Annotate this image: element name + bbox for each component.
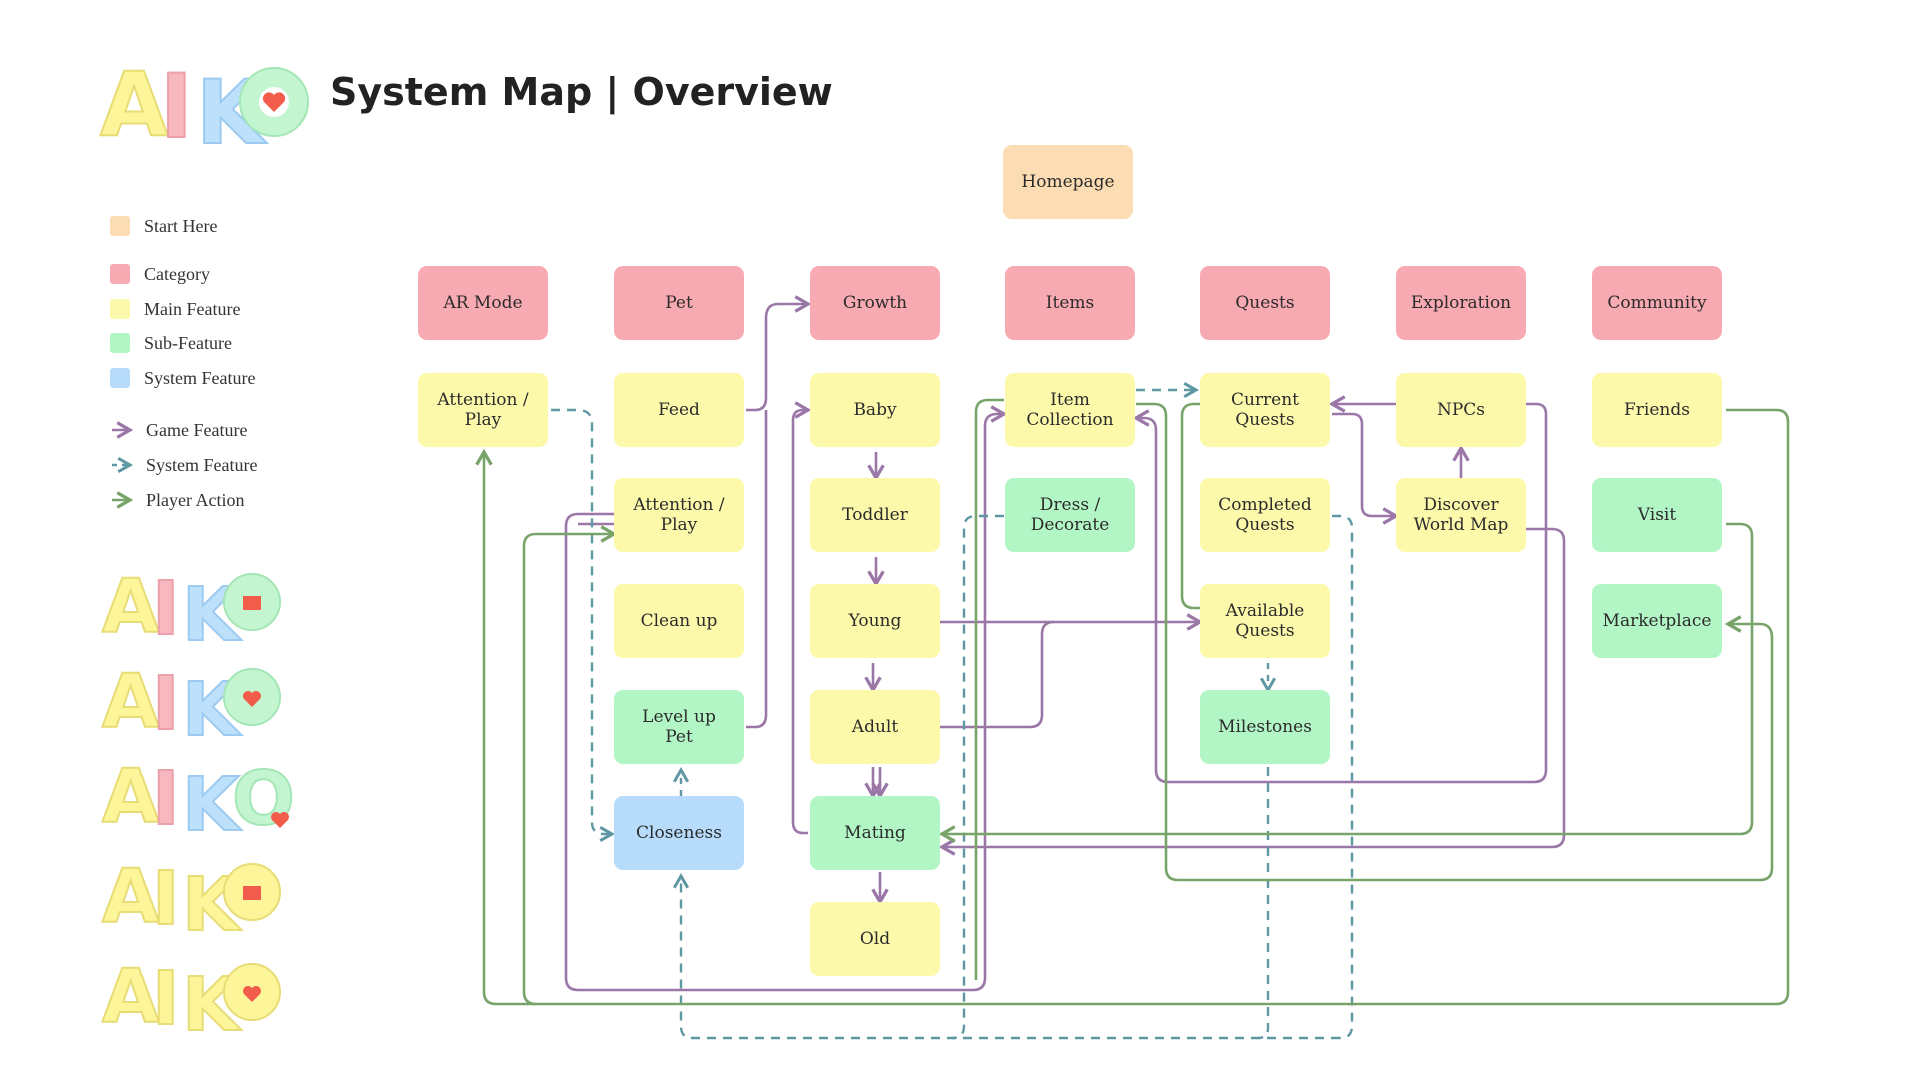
edge-adult-available	[940, 620, 1055, 729]
legend-label: Sub-Feature	[144, 332, 232, 353]
legend-label: Game Feature	[146, 419, 248, 440]
legend-swatch-system	[110, 368, 130, 388]
legend-swatch-sub	[110, 333, 130, 353]
svg-text:I: I	[152, 856, 180, 940]
edge-dress-bottom	[951, 514, 1004, 1040]
edge-visit-mating	[938, 522, 1754, 843]
legend-item-game-feature: Game Feature	[146, 418, 247, 442]
legend-swatch-start	[110, 216, 130, 236]
svg-text:O: O	[232, 756, 295, 840]
node-visit[interactable]: Visit	[1592, 478, 1722, 552]
logo-variant-4: A I K	[101, 853, 281, 940]
node-pet[interactable]: Pet	[614, 266, 744, 340]
node-toddler[interactable]: Toddler	[810, 478, 940, 552]
node-items[interactable]: Items	[1005, 266, 1135, 340]
legend-label: Category	[144, 263, 210, 284]
legend-item-main: Main Feature	[110, 297, 240, 321]
node-feed[interactable]: Feed	[614, 373, 744, 447]
logo-variant-2: A I K	[101, 658, 281, 745]
node-level-up-pet[interactable]: Level up Pet	[614, 690, 744, 764]
edge-current-left	[1180, 402, 1200, 610]
node-growth[interactable]: Growth	[810, 266, 940, 340]
node-current-quests[interactable]: Current Quests	[1200, 373, 1330, 447]
edge-mating-baby	[791, 401, 812, 835]
edge-current-discover	[1332, 412, 1400, 525]
legend-swatch-main	[110, 299, 130, 319]
legend-label: Start Here	[144, 215, 218, 236]
node-available-quests[interactable]: Available Quests	[1200, 584, 1330, 658]
svg-text:A: A	[102, 854, 159, 940]
node-adult[interactable]: Adult	[810, 690, 940, 764]
node-ar-attention-play[interactable]: Attention / Play	[418, 373, 548, 447]
legend-item-sub: Sub-Feature	[110, 331, 232, 355]
edge-levelup-growth	[746, 410, 768, 729]
node-clean-up[interactable]: Clean up	[614, 584, 744, 658]
node-ar-mode[interactable]: AR Mode	[418, 266, 548, 340]
edge-friends-ar	[475, 408, 1790, 1006]
legend-swatch-category	[110, 264, 130, 284]
edge-attention-itemcollection	[564, 405, 1008, 992]
svg-text:A: A	[102, 659, 159, 745]
svg-text:I: I	[160, 55, 193, 158]
edge-item-available	[1136, 402, 1774, 882]
legend-item-start: Start Here	[110, 214, 217, 238]
node-marketplace[interactable]: Marketplace	[1592, 584, 1722, 658]
node-quests[interactable]: Quests	[1200, 266, 1330, 340]
node-friends[interactable]: Friends	[1592, 373, 1722, 447]
legend-item-system: System Feature	[110, 366, 255, 390]
node-pet-attention-play[interactable]: Attention / Play	[614, 478, 744, 552]
logo-variant-1: A I K	[101, 563, 281, 650]
edge-discover-mating	[938, 527, 1566, 856]
edge-bottom-closeness	[672, 872, 1340, 1040]
node-exploration[interactable]: Exploration	[1396, 266, 1526, 340]
node-community[interactable]: Community	[1592, 266, 1722, 340]
logo-variant-3: A I K O	[101, 753, 296, 840]
node-discover-world-map[interactable]: Discover World Map	[1396, 478, 1526, 552]
edge-friends-pet-attention	[522, 525, 618, 1006]
legend-item-category: Category	[110, 262, 210, 286]
svg-text:I: I	[152, 756, 180, 840]
logo-variant-5: A I K	[101, 953, 281, 1040]
edge-item-down-left	[974, 398, 1004, 980]
logo-main: A I K	[99, 55, 309, 160]
legend-item-player-action: Player Action	[146, 488, 244, 512]
svg-text:A: A	[102, 564, 159, 650]
edge-completed-bottom	[1332, 514, 1354, 1040]
node-homepage[interactable]: Homepage	[1003, 145, 1133, 219]
legend-label: Player Action	[146, 489, 245, 510]
svg-text:I: I	[152, 661, 180, 745]
edge-feed-growth	[746, 295, 812, 412]
node-completed-quests[interactable]: Completed Quests	[1200, 478, 1330, 552]
svg-text:A: A	[100, 55, 168, 156]
node-npcs[interactable]: NPCs	[1396, 373, 1526, 447]
node-mating[interactable]: Mating	[810, 796, 940, 870]
svg-text:I: I	[152, 956, 180, 1040]
legend-label: Main Feature	[144, 298, 241, 319]
node-old[interactable]: Old	[810, 902, 940, 976]
svg-text:I: I	[152, 566, 180, 650]
edge-milestones-bottom	[1257, 767, 1270, 1040]
node-young[interactable]: Young	[810, 584, 940, 658]
svg-text:A: A	[102, 954, 159, 1040]
node-item-collection[interactable]: Item Collection	[1005, 373, 1135, 447]
legend-label: System Feature	[144, 367, 256, 388]
legend-label: System Feature	[146, 454, 258, 475]
node-closeness[interactable]: Closeness	[614, 796, 744, 870]
node-baby[interactable]: Baby	[810, 373, 940, 447]
edge-npcs-itemcollection	[1132, 402, 1548, 784]
svg-text:K: K	[182, 762, 242, 840]
node-dress-decorate[interactable]: Dress / Decorate	[1005, 478, 1135, 552]
svg-text:A: A	[102, 754, 159, 840]
node-milestones[interactable]: Milestones	[1200, 690, 1330, 764]
page-title: System Map | Overview	[330, 70, 833, 114]
legend-item-system-feature: System Feature	[146, 453, 257, 477]
edge-ar-closeness	[551, 408, 616, 843]
